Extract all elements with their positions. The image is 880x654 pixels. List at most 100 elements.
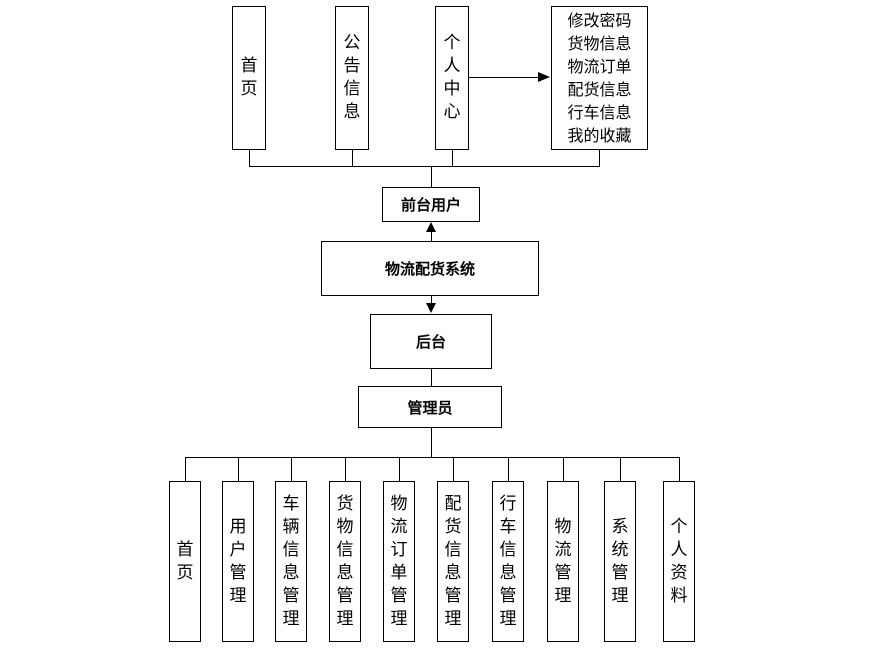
label-char: 系 bbox=[611, 516, 629, 537]
top-node-label: 首页 bbox=[241, 55, 258, 101]
label-char: 管 bbox=[611, 562, 629, 583]
admin-item-label: 首页 bbox=[177, 539, 194, 585]
label-char: 用 bbox=[229, 516, 247, 537]
top-node-personal-center: 个人中心 bbox=[435, 6, 469, 150]
backend-node: 后台 bbox=[370, 314, 492, 369]
connector bbox=[249, 150, 250, 166]
label-char: 中 bbox=[443, 79, 461, 99]
connector bbox=[238, 457, 239, 481]
admin-item-vehicle-info: 车辆信息管理 bbox=[275, 481, 307, 642]
label-char: 统 bbox=[611, 539, 629, 560]
label-char: 管 bbox=[554, 562, 572, 583]
label-char: 公 bbox=[343, 33, 361, 53]
admin-item-system-management: 系统管理 bbox=[604, 481, 636, 642]
label-char: 单 bbox=[390, 562, 408, 583]
label-char: 物 bbox=[390, 493, 408, 514]
label-char: 个 bbox=[443, 33, 461, 53]
label-char: 理 bbox=[390, 608, 408, 629]
label-char: 车 bbox=[499, 516, 517, 537]
connector bbox=[291, 457, 292, 481]
arrow-down-icon bbox=[426, 303, 436, 313]
admin-item-label: 个人资料 bbox=[671, 516, 688, 608]
label-char: 理 bbox=[229, 585, 247, 606]
frontend-user-node: 前台用户 bbox=[382, 187, 480, 222]
admin-item-label: 行车信息管理 bbox=[500, 493, 517, 631]
label-char: 理 bbox=[282, 608, 300, 629]
admin-item-home: 首页 bbox=[169, 481, 201, 642]
admin-item-personal-profile: 个人资料 bbox=[663, 481, 695, 642]
function-list-item: 配货信息 bbox=[567, 80, 632, 99]
top-node-label: 个人中心 bbox=[444, 32, 461, 124]
label-char: 理 bbox=[611, 585, 629, 606]
label-char: 货 bbox=[444, 516, 462, 537]
connector bbox=[431, 369, 432, 386]
admin-item-user-management: 用户管理 bbox=[222, 481, 254, 642]
top-node-label: 公告信息 bbox=[344, 32, 361, 124]
label-char: 资 bbox=[670, 562, 688, 583]
function-list-item: 物流订单 bbox=[567, 57, 632, 76]
function-list-item: 货物信息 bbox=[567, 34, 632, 53]
label-char: 理 bbox=[336, 608, 354, 629]
label-char: 首 bbox=[176, 539, 194, 560]
label-char: 户 bbox=[229, 539, 247, 560]
personal-center-link bbox=[469, 77, 539, 78]
personal-center-function-list: 修改密码货物信息物流订单配货信息行车信息我的收藏 bbox=[551, 6, 648, 150]
label-char: 人 bbox=[670, 539, 688, 560]
admin-item-logistics-orders: 物流订单管理 bbox=[383, 481, 415, 642]
function-list-item: 行车信息 bbox=[567, 103, 632, 122]
connector bbox=[431, 166, 432, 187]
label-char: 信 bbox=[336, 539, 354, 560]
admin-item-label: 系统管理 bbox=[612, 516, 629, 608]
label-char: 管 bbox=[282, 585, 300, 606]
label-char: 息 bbox=[336, 562, 354, 583]
label-char: 理 bbox=[554, 585, 572, 606]
label-char: 息 bbox=[444, 562, 462, 583]
label-char: 流 bbox=[554, 539, 572, 560]
admin-item-label: 车辆信息管理 bbox=[283, 493, 300, 631]
label-char: 心 bbox=[443, 102, 461, 122]
connector bbox=[249, 166, 600, 167]
label-char: 管 bbox=[499, 585, 517, 606]
label-char: 信 bbox=[499, 539, 517, 560]
arrow-right-icon bbox=[538, 72, 550, 82]
connector bbox=[431, 296, 432, 304]
connector bbox=[345, 457, 346, 481]
label-char: 管 bbox=[390, 585, 408, 606]
connector bbox=[431, 428, 432, 457]
connector bbox=[185, 457, 186, 481]
label-char: 流 bbox=[390, 516, 408, 537]
admin-item-label: 货物信息管理 bbox=[337, 493, 354, 631]
connector bbox=[399, 457, 400, 481]
function-list-item: 我的收藏 bbox=[567, 126, 632, 145]
function-list-item: 修改密码 bbox=[567, 11, 632, 30]
admin-item-goods-info: 货物信息管理 bbox=[329, 481, 361, 642]
label-char: 物 bbox=[336, 516, 354, 537]
admin-item-label: 物流订单管理 bbox=[391, 493, 408, 631]
admin-item-logistics-management: 物流管理 bbox=[547, 481, 579, 642]
connector bbox=[599, 150, 600, 166]
connector bbox=[679, 457, 680, 481]
admin-item-driving-info: 行车信息管理 bbox=[492, 481, 524, 642]
label-char: 页 bbox=[176, 562, 194, 583]
label-char: 订 bbox=[390, 539, 408, 560]
label-char: 息 bbox=[343, 102, 361, 122]
label-char: 信 bbox=[343, 79, 361, 99]
label-char: 理 bbox=[444, 608, 462, 629]
label-char: 物 bbox=[554, 516, 572, 537]
label-char: 配 bbox=[444, 493, 462, 514]
connector bbox=[508, 457, 509, 481]
top-node-announcements: 公告信息 bbox=[335, 6, 369, 150]
label-char: 个 bbox=[670, 516, 688, 537]
label-char: 管 bbox=[229, 562, 247, 583]
label-char: 页 bbox=[240, 79, 258, 99]
connector bbox=[620, 457, 621, 481]
label-char: 息 bbox=[499, 562, 517, 583]
label-char: 货 bbox=[336, 493, 354, 514]
label-char: 信 bbox=[444, 539, 462, 560]
admin-node: 管理员 bbox=[358, 386, 502, 428]
label-char: 首 bbox=[240, 56, 258, 76]
label-char: 人 bbox=[443, 56, 461, 76]
admin-item-label: 用户管理 bbox=[230, 516, 247, 608]
connector bbox=[563, 457, 564, 481]
